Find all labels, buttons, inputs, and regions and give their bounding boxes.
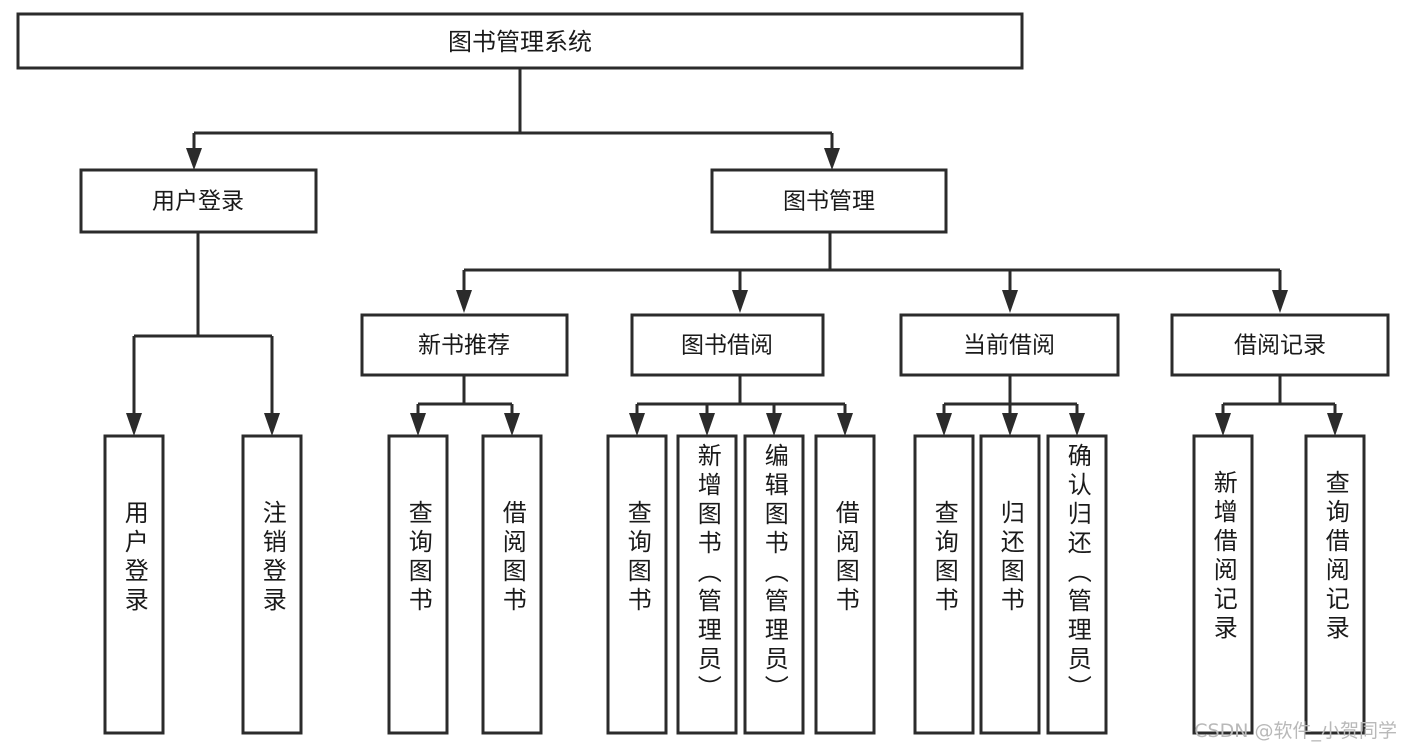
node-borrow-record[interactable]: 借阅记录 [1170, 313, 1390, 377]
connector-root-to-level2 [186, 68, 840, 170]
leaf-box-add-book[interactable] [676, 434, 738, 735]
node-current-borrow[interactable]: 当前借阅 [899, 313, 1120, 377]
leaf-box-query-book-1[interactable] [387, 434, 449, 735]
leaf-box-user-login[interactable] [103, 434, 165, 735]
leaf-box-query-record[interactable] [1304, 434, 1366, 735]
connector-bookmanage-to-level3 [456, 232, 1288, 313]
node-current-borrow-label: 当前借阅 [963, 333, 1055, 359]
node-root[interactable]: 图书管理系统 [16, 12, 1024, 70]
node-book-borrow[interactable]: 图书借阅 [630, 313, 825, 377]
node-new-book-recommend-label: 新书推荐 [418, 333, 510, 359]
leaf-box-user-logout[interactable] [241, 434, 303, 735]
leaf-box-edit-book[interactable] [743, 434, 805, 735]
node-user-login-label: 用户登录 [152, 189, 244, 215]
node-book-borrow-label: 图书借阅 [681, 333, 773, 359]
connector-newbook-to-leaves [410, 375, 520, 436]
node-book-manage-label: 图书管理 [783, 189, 875, 215]
leaf-box-query-book-3[interactable] [913, 434, 975, 735]
leaf-box-return-book[interactable] [979, 434, 1041, 735]
node-borrow-record-label: 借阅记录 [1234, 333, 1326, 359]
connector-bookborrow-to-leaves [629, 375, 853, 436]
leaf-box-borrow-book-1[interactable] [481, 434, 543, 735]
node-user-login[interactable]: 用户登录 [79, 168, 318, 234]
connector-userlogin-to-leaves [126, 232, 280, 436]
node-new-book-recommend[interactable]: 新书推荐 [360, 313, 569, 377]
leaf-box-query-book-2[interactable] [606, 434, 668, 735]
node-root-label: 图书管理系统 [448, 28, 592, 56]
node-book-manage[interactable]: 图书管理 [710, 168, 948, 234]
leaf-box-borrow-book-2[interactable] [814, 434, 876, 735]
leaf-box-confirm-return[interactable] [1046, 434, 1108, 735]
connector-currentborrow-to-leaves [936, 375, 1085, 436]
leaf-box-add-record[interactable] [1192, 434, 1254, 735]
connector-borrowrecord-to-leaves [1215, 375, 1343, 436]
